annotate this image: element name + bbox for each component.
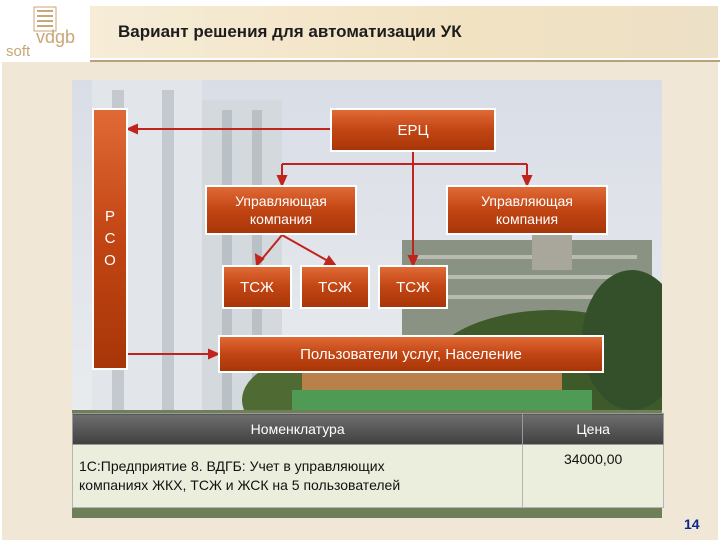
users-label: Пользователи услуг, Население	[300, 346, 522, 363]
tsj-box-3: ТСЖ	[378, 265, 448, 309]
rso-box: Р С О	[92, 108, 128, 370]
price-cell: 34000,00	[523, 445, 664, 508]
rso-letter-3: О	[104, 250, 116, 272]
management-company-left: Управляющая компания	[205, 185, 357, 235]
product-name-line1: 1С:Предприятие 8. ВДГБ: Учет в управляющ…	[79, 457, 521, 476]
erc-box: ЕРЦ	[330, 108, 496, 152]
table-header-row: Номенклатура Цена	[73, 414, 664, 445]
management-company-left-line1: Управляющая	[235, 192, 327, 210]
management-company-right-line2: компания	[481, 210, 573, 228]
product-name-cell: 1С:Предприятие 8. ВДГБ: Учет в управляющ…	[73, 445, 523, 508]
price-table: Номенклатура Цена 1С:Предприятие 8. ВДГБ…	[72, 413, 664, 508]
tsj-label-3: ТСЖ	[396, 279, 430, 296]
tsj-label-1: ТСЖ	[240, 279, 274, 296]
product-name-line2: компаниях ЖКХ, ТСЖ и ЖСК на 5 пользовате…	[79, 476, 521, 495]
users-box: Пользователи услуг, Население	[218, 335, 604, 373]
management-company-right-line1: Управляющая	[481, 192, 573, 210]
erc-label: ЕРЦ	[397, 122, 428, 139]
rso-letter-1: Р	[105, 206, 115, 228]
tsj-label-2: ТСЖ	[318, 279, 352, 296]
header-nomenclature: Номенклатура	[73, 414, 523, 445]
tsj-box-1: ТСЖ	[222, 265, 292, 309]
management-company-left-line2: компания	[235, 210, 327, 228]
header-price: Цена	[523, 414, 664, 445]
rso-letter-2: С	[105, 228, 116, 250]
table-row: 1С:Предприятие 8. ВДГБ: Учет в управляющ…	[73, 445, 664, 508]
tsj-box-2: ТСЖ	[300, 265, 370, 309]
management-company-right: Управляющая компания	[446, 185, 608, 235]
page-number: 14	[684, 516, 700, 532]
